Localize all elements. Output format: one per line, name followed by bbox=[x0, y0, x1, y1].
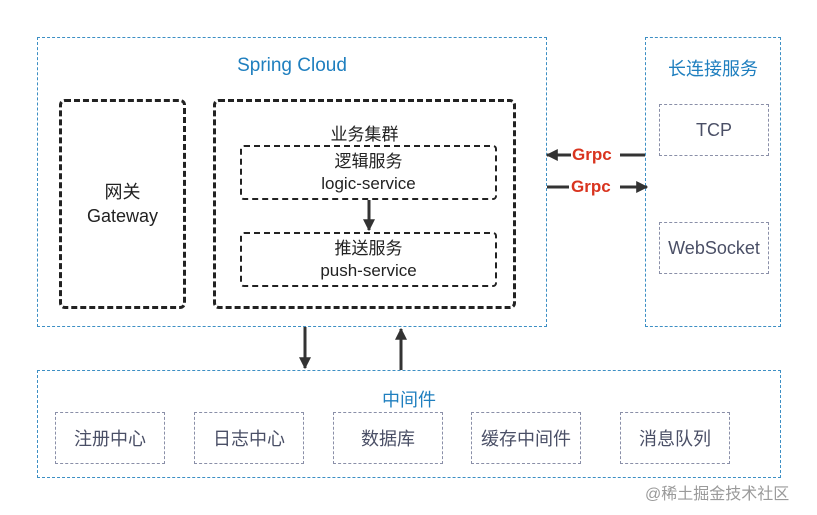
middleware-item-database: 数据库 bbox=[333, 412, 443, 464]
gateway-box: 网关 Gateway bbox=[59, 99, 186, 309]
tcp-label: TCP bbox=[696, 119, 732, 140]
business-cluster-box bbox=[213, 99, 516, 309]
business-cluster-title: 业务集群 bbox=[330, 125, 399, 144]
middleware-item-label: 缓存中间件 bbox=[481, 429, 571, 449]
spring-cloud-region bbox=[37, 37, 547, 327]
push-service-label-cn: 推送服务 bbox=[334, 238, 403, 258]
tcp-box: TCP bbox=[659, 104, 769, 156]
middleware-title: 中间件 bbox=[382, 390, 436, 410]
middleware-item-registry: 注册中心 bbox=[55, 412, 165, 464]
middleware-item-label: 注册中心 bbox=[74, 429, 146, 449]
gateway-label-cn: 网关 bbox=[104, 182, 141, 202]
logic-service-box: 逻辑服务 logic-service bbox=[240, 145, 497, 200]
middleware-item-mq: 消息队列 bbox=[620, 412, 730, 464]
grpc-out-label: Grpc bbox=[571, 177, 611, 196]
websocket-label: WebSocket bbox=[668, 237, 760, 258]
websocket-box: WebSocket bbox=[659, 222, 769, 274]
spring-cloud-title: Spring Cloud bbox=[237, 55, 347, 76]
middleware-item-log-center: 日志中心 bbox=[194, 412, 304, 464]
middleware-item-cache: 缓存中间件 bbox=[471, 412, 581, 464]
watermark: @稀土掘金技术社区 bbox=[645, 486, 790, 503]
middleware-item-label: 消息队列 bbox=[639, 429, 711, 449]
middleware-item-label: 日志中心 bbox=[213, 429, 285, 449]
logic-service-label-cn: 逻辑服务 bbox=[334, 151, 403, 171]
long-connection-title: 长连接服务 bbox=[668, 59, 758, 79]
grpc-in-label: Grpc bbox=[572, 145, 612, 164]
logic-service-label-en: logic-service bbox=[321, 173, 416, 193]
gateway-label-en: Gateway bbox=[86, 206, 159, 226]
push-service-label-en: push-service bbox=[320, 260, 417, 280]
middleware-region bbox=[37, 370, 781, 478]
middleware-item-label: 数据库 bbox=[361, 429, 415, 449]
push-service-box: 推送服务 push-service bbox=[240, 232, 497, 287]
